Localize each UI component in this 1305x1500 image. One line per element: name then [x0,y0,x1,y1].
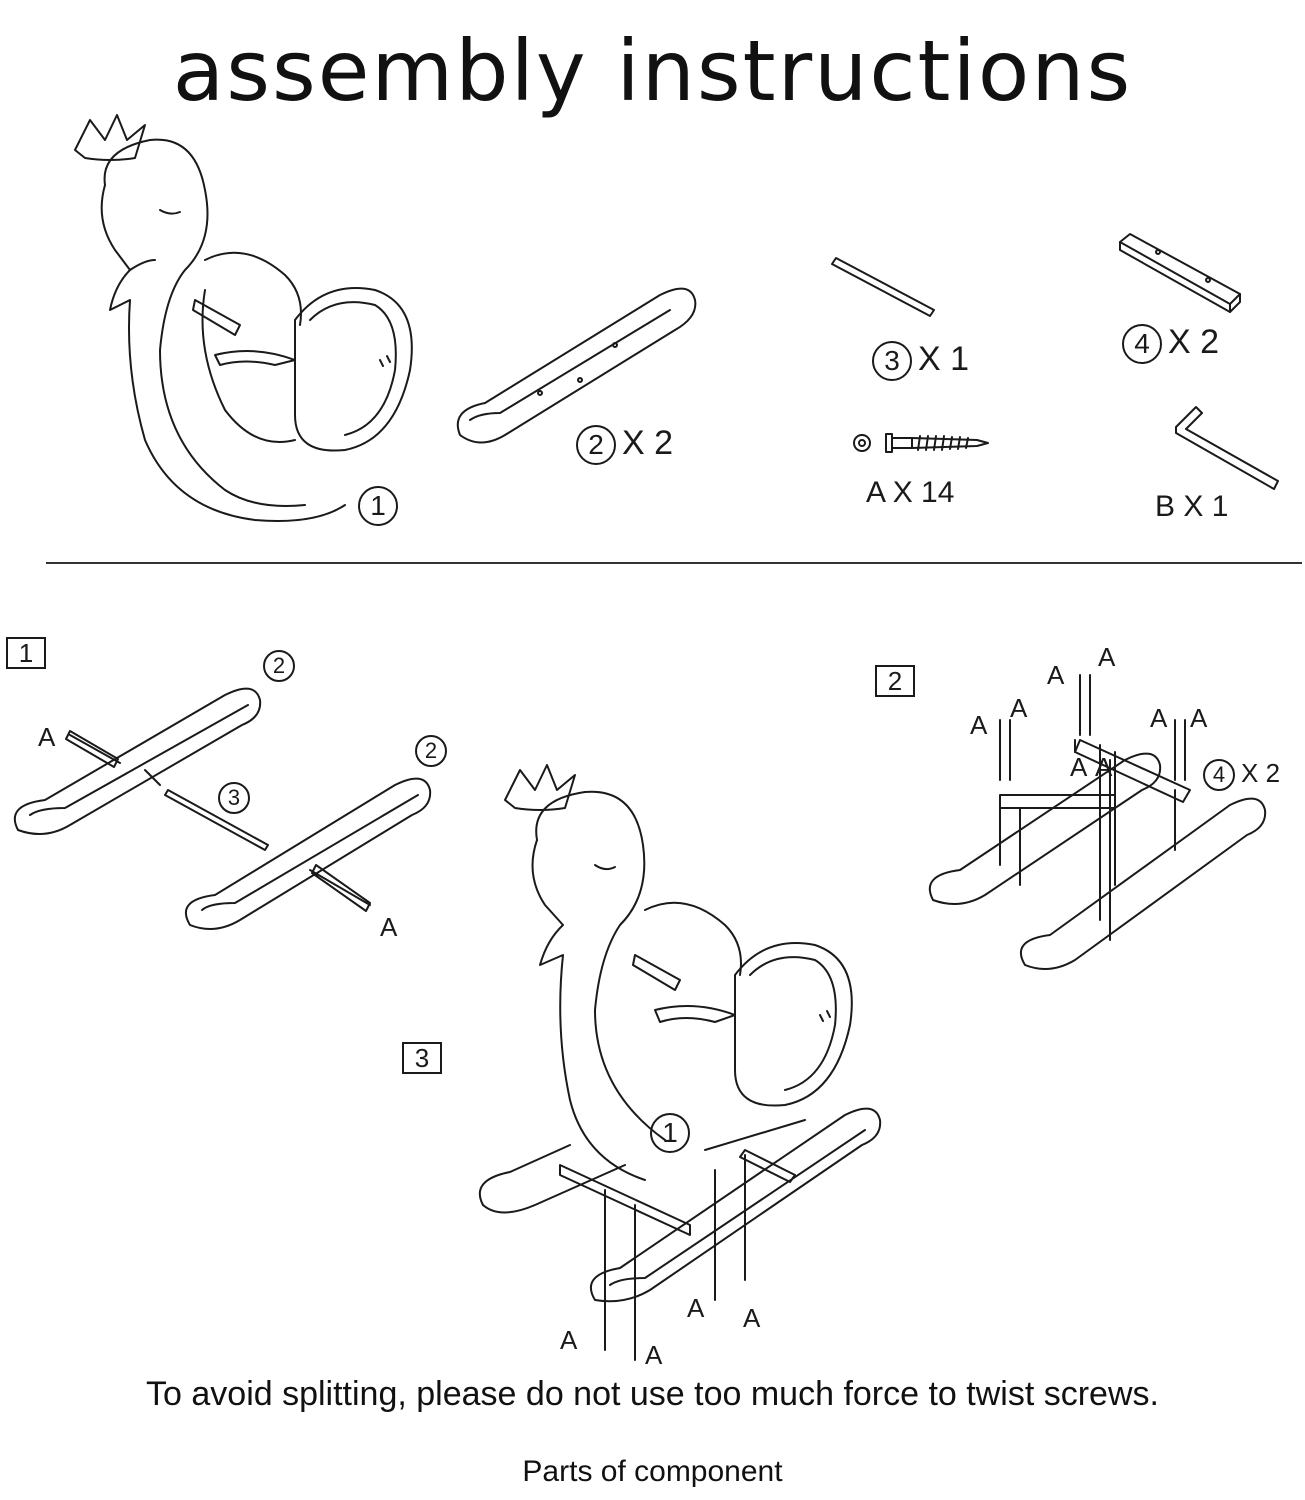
step-3-screw-label-2: A [645,1340,663,1370]
screw-part-illustration [853,433,989,453]
step-2-screw-label-5: A [1150,703,1168,733]
page-title: assembly instructions [172,22,1133,120]
caption-text: Parts of component [522,1455,783,1488]
step-1-rod-callout: 3 [218,782,256,814]
section-divider [46,562,1302,564]
part-4-number: 4 [1122,324,1162,365]
step-3-final-assembly-diagram [478,764,882,1361]
rocker-part-illustration [456,287,697,444]
part-b-label: B X 1 [1155,490,1229,523]
part-a-label: A X 14 [866,476,955,509]
step-3-marker: 3 [402,1042,442,1074]
step-1-rocker-callout-2: 2 [415,735,453,767]
step-1-rocker-callout-1: 2 [263,650,301,682]
step-3-screw-label-3: A [687,1293,705,1323]
step-2-marker: 2 [875,665,915,697]
step-2-screw-label-4: A [1010,693,1028,723]
step-3-body-callout: 1 [650,1113,696,1153]
step-2-screw-label-3: A [970,710,988,740]
step-2-screw-label-1: A [1047,660,1065,690]
warning-note: To avoid splitting, please do not use to… [146,1375,1159,1413]
step-1-screw-label-top: A [38,722,56,752]
part-2-number: 2 [576,425,616,466]
step-1-screw-label-bottom: A [380,912,398,942]
part-1-number: 1 [358,486,398,527]
step-2-screw-label-8: A [1095,752,1113,782]
rod-part-illustration [831,257,935,317]
step-2-screw-label-6: A [1190,703,1208,733]
swan-body-illustration [74,114,413,522]
step-1-rocker-assembly-diagram [13,687,432,930]
step-2-screw-label-7: A [1070,752,1088,782]
step-1-marker: 1 [6,637,46,669]
step-3-screw-label-1: A [560,1325,578,1355]
hex-key-part-illustration [1175,406,1279,490]
step-2-seat-bar-assembly-diagram [928,674,1267,970]
part-3-number: 3 [872,341,912,382]
seat-bar-part-illustration [1119,233,1241,313]
part-1-label: 1 [358,485,404,527]
step-3-screw-label-4: A [743,1303,761,1333]
step-2-screw-label-2: A [1098,642,1116,672]
